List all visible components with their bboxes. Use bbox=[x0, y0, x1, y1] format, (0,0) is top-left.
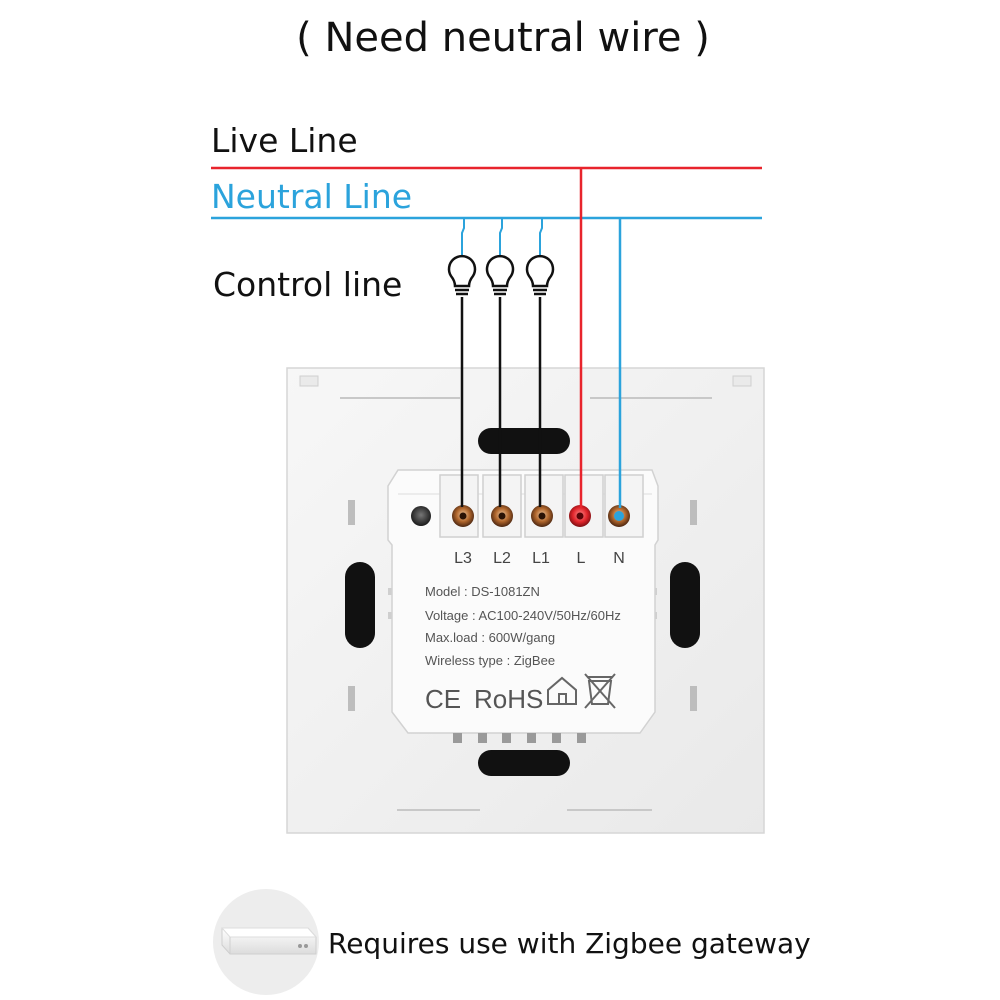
max-load-label: Max.load : 600W/gang bbox=[425, 630, 555, 645]
model-label: Model : DS-1081ZN bbox=[425, 584, 540, 599]
bulb-icon bbox=[525, 254, 555, 296]
neutral-line-label: Neutral Line bbox=[211, 177, 412, 216]
ce-mark: CE bbox=[425, 684, 461, 714]
live-line-label: Live Line bbox=[211, 121, 358, 160]
voltage-label: Voltage : AC100-240V/50Hz/60Hz bbox=[425, 608, 621, 623]
gateway-requirement-text: Requires use with Zigbee gateway bbox=[328, 927, 811, 960]
gateway-device-icon bbox=[220, 927, 318, 955]
diagram-title: ( Need neutral wire ) bbox=[296, 15, 710, 61]
home-icon bbox=[547, 676, 577, 705]
terminal-label-l: L bbox=[577, 550, 586, 567]
weee-bin-icon bbox=[584, 673, 616, 709]
terminal-screws bbox=[452, 505, 630, 527]
terminal-label-l2: L2 bbox=[493, 550, 511, 567]
rohs-mark: RoHS bbox=[474, 684, 543, 714]
gateway-badge bbox=[213, 889, 319, 995]
wireless-type-label: Wireless type : ZigBee bbox=[425, 653, 555, 668]
terminal-label-l3: L3 bbox=[454, 550, 472, 567]
bulb-icon bbox=[447, 254, 477, 296]
control-lines bbox=[460, 297, 542, 507]
mount-screw bbox=[411, 506, 431, 526]
control-line-label: Control line bbox=[213, 265, 402, 304]
bulb-icon bbox=[485, 254, 515, 296]
terminal-label-l1: L1 bbox=[532, 550, 550, 567]
neutral-drops bbox=[461, 218, 543, 256]
terminal-label-n: N bbox=[613, 550, 625, 567]
